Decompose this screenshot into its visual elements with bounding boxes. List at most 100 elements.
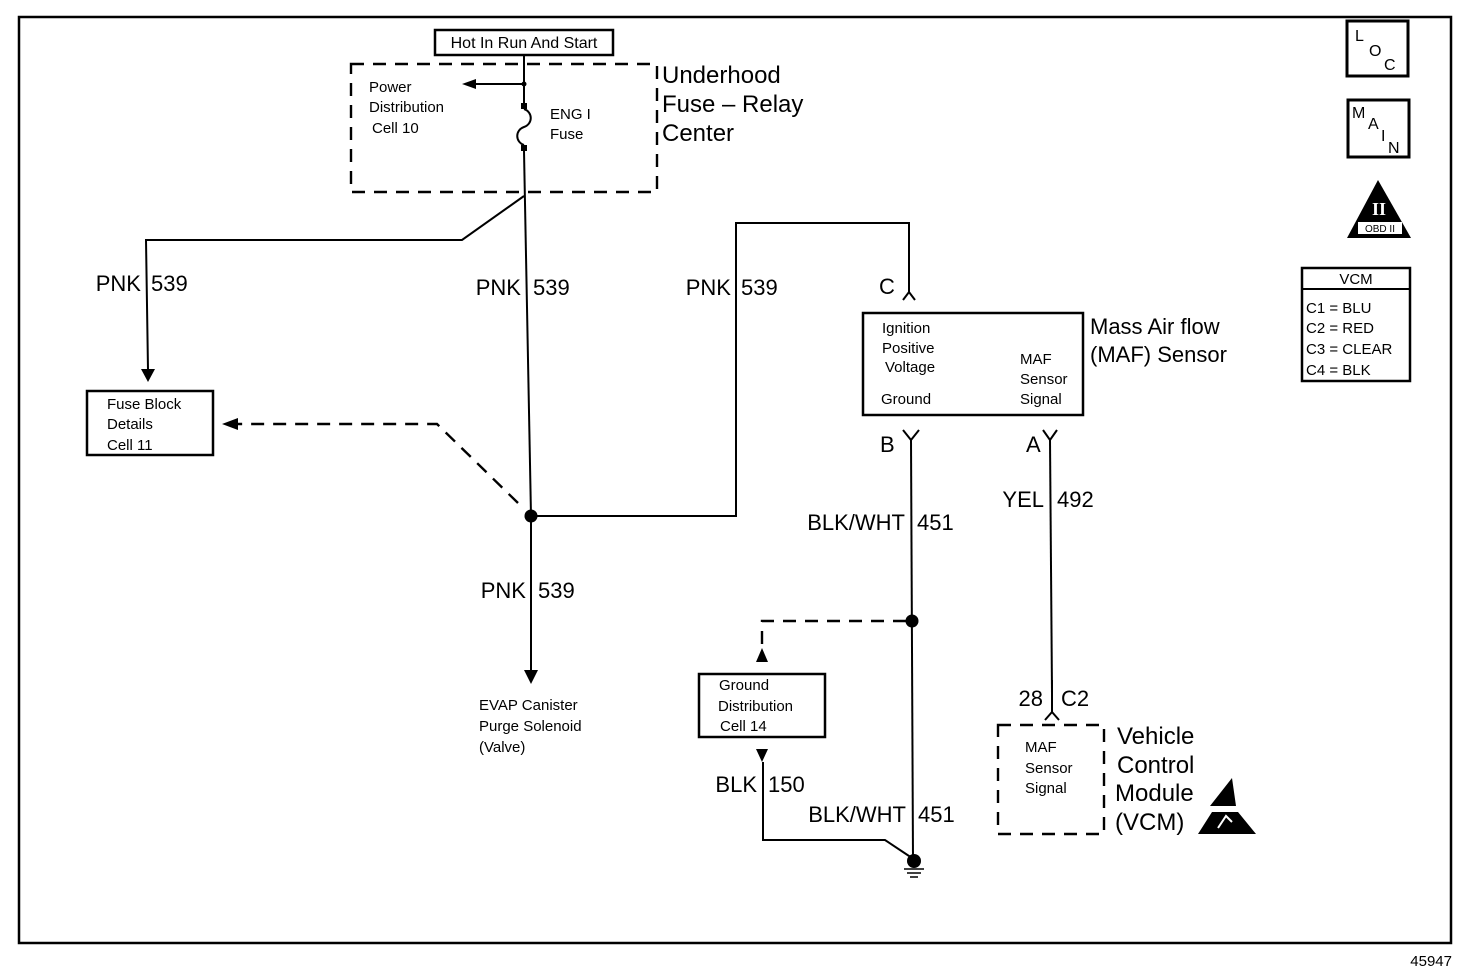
main-letter: I bbox=[1381, 128, 1385, 145]
wire-circuit: 150 bbox=[768, 772, 805, 797]
main-letter: A bbox=[1368, 116, 1379, 133]
vcm-pin-number: 28 bbox=[1019, 686, 1043, 711]
ground-distribution-line: Ground bbox=[719, 677, 769, 694]
fuse-relay-center-name-line: Center bbox=[662, 120, 734, 147]
loc-letter: L bbox=[1355, 28, 1364, 45]
maf-ground-label: Ground bbox=[881, 391, 931, 408]
fuse-block-dashed-reference bbox=[232, 422, 519, 504]
fuse-relay-center-name-line: Underhood bbox=[662, 62, 781, 89]
maf-ignition-line: Positive bbox=[882, 340, 935, 357]
connector-female-icon bbox=[902, 290, 916, 301]
ground-distribution-line: Cell 14 bbox=[720, 718, 767, 735]
maf-sensor: C Ignition Positive Voltage Ground MAF S… bbox=[861, 274, 1227, 457]
wire-label-w4: PNK 539 bbox=[481, 578, 575, 603]
obd-ii-icon[interactable]: II OBD II bbox=[1347, 180, 1411, 238]
power-distribution-reference[interactable]: Power Distribution Cell 10 bbox=[369, 79, 444, 137]
wire-label-w1: PNK 539 bbox=[96, 271, 188, 296]
maf-ignition-line: Voltage bbox=[885, 359, 935, 376]
arrow-down-icon bbox=[141, 369, 155, 382]
fuse-relay-center-name: Underhood Fuse – Relay Center bbox=[662, 62, 803, 147]
fuse-relay-center-name-line: Fuse – Relay bbox=[662, 91, 803, 118]
wire-label-w6: YEL 492 bbox=[1002, 487, 1093, 512]
evap-line: (Valve) bbox=[479, 739, 525, 756]
vcm-name-line: (VCM) bbox=[1115, 809, 1184, 836]
wire-label-w7: BLK 150 bbox=[715, 772, 804, 797]
maf-signal-line: Sensor bbox=[1020, 371, 1068, 388]
legend-row: C1 = BLU bbox=[1306, 300, 1371, 317]
wire-circuit: 539 bbox=[151, 271, 188, 296]
connector-male-icon bbox=[1042, 429, 1058, 442]
connector-pin-b: B bbox=[880, 432, 895, 457]
maf-sensor-box bbox=[861, 311, 1085, 417]
wire-color: BLK/WHT bbox=[807, 510, 905, 535]
legend-title: VCM bbox=[1339, 271, 1372, 288]
esd-warning-icon bbox=[1198, 778, 1256, 834]
ground-distribution-dashed-reference bbox=[760, 619, 906, 648]
wire-pnk-539-branch-fuse-block bbox=[144, 195, 525, 371]
main-letter: M bbox=[1352, 105, 1365, 122]
power-distribution-line: Power bbox=[369, 79, 412, 96]
vcm-name-line: Control bbox=[1117, 752, 1194, 779]
loc-icon[interactable]: L O C bbox=[1345, 19, 1410, 78]
wire-color: PNK bbox=[686, 275, 732, 300]
loc-letter: O bbox=[1369, 43, 1381, 60]
eng-fuse-label-line: ENG I bbox=[550, 106, 591, 123]
power-source-label-text: Hot In Run And Start bbox=[451, 35, 598, 52]
loc-letter: C bbox=[1384, 57, 1396, 74]
vcm-name-line: Vehicle bbox=[1117, 723, 1194, 750]
arrow-down-icon bbox=[524, 670, 538, 684]
maf-ignition-line: Ignition bbox=[882, 320, 930, 337]
evap-line: Purge Solenoid bbox=[479, 718, 582, 735]
wire-pnk-539-trunk bbox=[523, 150, 532, 517]
wire-label-w8: BLK/WHT 451 bbox=[808, 802, 955, 827]
connector-female-icon bbox=[1044, 710, 1060, 721]
legend-row: C3 = CLEAR bbox=[1306, 341, 1392, 358]
wire-circuit: 539 bbox=[533, 275, 570, 300]
wire-label-w5: BLK/WHT 451 bbox=[807, 510, 954, 535]
vcm-module: 28 C2 MAF Sensor Signal Vehicle Control … bbox=[996, 680, 1194, 836]
maf-name-line: (MAF) Sensor bbox=[1090, 342, 1227, 367]
wire-color: PNK bbox=[481, 578, 527, 603]
connector-pin-a: A bbox=[1026, 432, 1041, 457]
ground-distribution-line: Distribution bbox=[718, 698, 793, 715]
vcm-name-line: Module bbox=[1115, 780, 1194, 807]
arrow-up-icon bbox=[756, 648, 768, 662]
fuse-block-reference[interactable]: Fuse Block Details Cell 11 bbox=[85, 389, 215, 457]
diagram-frame bbox=[17, 15, 1453, 945]
power-source-label: Hot In Run And Start bbox=[433, 28, 615, 57]
power-distribution-line: Distribution bbox=[369, 99, 444, 116]
main-icon[interactable]: M A I N bbox=[1346, 98, 1411, 159]
vcm-box bbox=[996, 723, 1106, 836]
wire-yel-492 bbox=[1049, 439, 1053, 695]
obd-numeral: II bbox=[1372, 199, 1386, 219]
vcm-connector-legend: VCM C1 = BLU C2 = RED C3 = CLEAR C4 = BL… bbox=[1300, 266, 1412, 383]
wire-circuit: 451 bbox=[917, 510, 954, 535]
maf-signal-line: Signal bbox=[1020, 391, 1062, 408]
legend-row: C4 = BLK bbox=[1306, 362, 1371, 379]
power-distribution-line: Cell 10 bbox=[372, 120, 419, 137]
fuse-block-line: Details bbox=[107, 416, 153, 433]
connector-pin-c: C bbox=[879, 274, 895, 299]
vcm-connector-id: C2 bbox=[1061, 686, 1089, 711]
connector-male-icon bbox=[902, 429, 920, 442]
fuse-block-line: Fuse Block bbox=[107, 396, 182, 413]
main-letter: N bbox=[1388, 140, 1400, 157]
wire-color: PNK bbox=[476, 275, 522, 300]
wire-color: BLK bbox=[715, 772, 757, 797]
wire-circuit: 539 bbox=[538, 578, 575, 603]
wire-label-w2: PNK 539 bbox=[476, 275, 570, 300]
eng-fuse-label: ENG I Fuse bbox=[550, 106, 591, 143]
vcm-inner-line: MAF bbox=[1025, 739, 1057, 756]
splice-node bbox=[905, 614, 919, 628]
arrow-down-icon bbox=[756, 749, 768, 762]
maf-signal-line: MAF bbox=[1020, 351, 1052, 368]
ground-icon bbox=[904, 854, 924, 878]
ground-distribution-reference[interactable]: Ground Distribution Cell 14 bbox=[697, 672, 827, 739]
eng-fuse-symbol bbox=[462, 56, 532, 151]
fuse-block-line: Cell 11 bbox=[107, 437, 153, 454]
wire-color: PNK bbox=[96, 271, 142, 296]
obd-label: OBD II bbox=[1365, 224, 1395, 235]
wire-pnk-539-to-maf bbox=[531, 222, 910, 517]
arrow-left-icon bbox=[222, 418, 238, 430]
